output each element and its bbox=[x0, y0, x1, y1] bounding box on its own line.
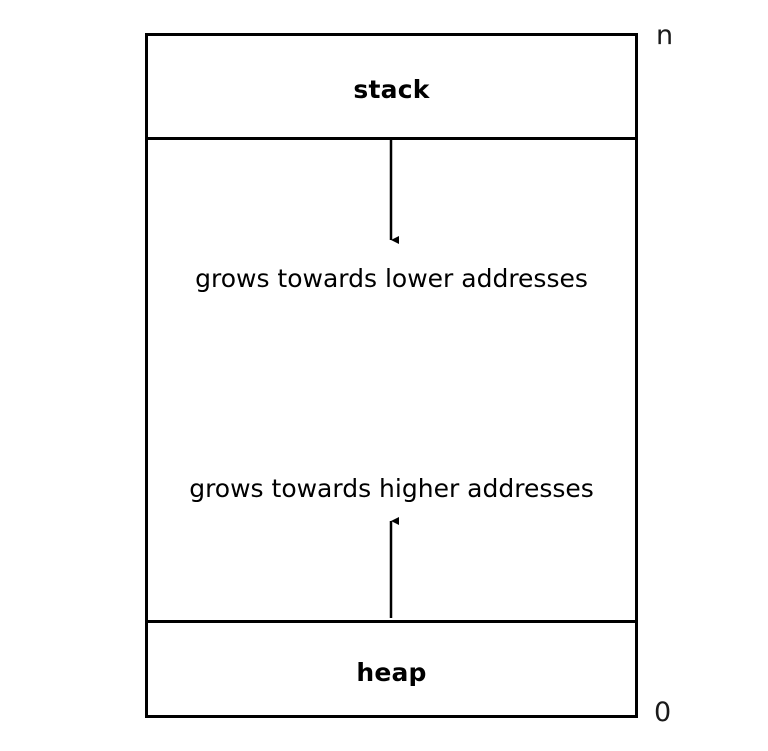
heap-section-divider bbox=[145, 620, 638, 623]
memory-box-outline bbox=[145, 33, 638, 718]
stack-section-label: stack bbox=[353, 75, 430, 104]
heap-growth-annotation: grows towards higher addresses bbox=[189, 474, 594, 503]
stack-section-divider bbox=[145, 137, 638, 140]
heap-section-label: heap bbox=[356, 658, 427, 687]
top-address-marker: n bbox=[656, 20, 674, 51]
stack-growth-annotation: grows towards lower addresses bbox=[195, 264, 588, 293]
bottom-address-marker: 0 bbox=[654, 697, 672, 728]
